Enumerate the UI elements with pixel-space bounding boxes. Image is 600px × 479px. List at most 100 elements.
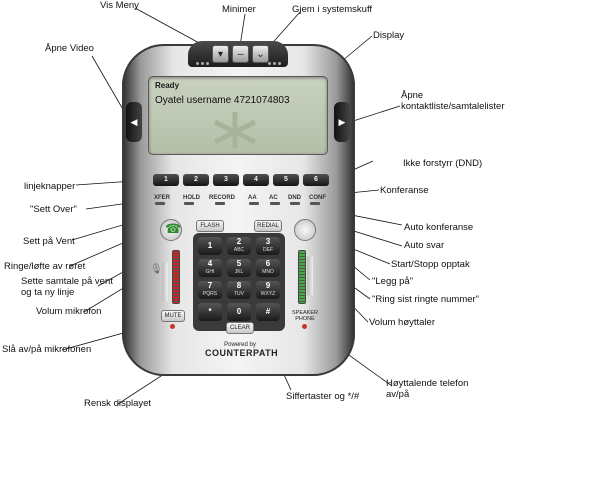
hold-led — [184, 202, 194, 205]
label-dnd: Ikke forstyrr (DND) — [403, 158, 483, 169]
keypad-key-digit: 3 — [265, 237, 271, 246]
keypad-key-letters: JKL — [234, 269, 244, 275]
microphone-icon: 🎙 — [150, 264, 163, 275]
mute-button[interactable]: MUTE — [161, 310, 185, 322]
keypad-key[interactable]: 0 — [227, 303, 251, 321]
powered-by-text: Powered by — [224, 342, 256, 348]
handset-icon: ☎ — [165, 221, 182, 236]
line-key-6[interactable]: 6 — [303, 174, 329, 186]
keypad-key-letters: TUV — [234, 291, 244, 297]
keypad-key-digit: 0 — [236, 307, 242, 316]
keypad-key-letters: MNO — [262, 269, 274, 275]
label-call-answer: Ringe/løfte av røret — [4, 261, 86, 272]
label-redial: "Ring sist ringte nummer" — [372, 294, 480, 305]
auto-conference-key[interactable]: AC — [269, 195, 278, 201]
brand-logo: Powered by COUNTERPATH — [205, 342, 279, 358]
label-mic-volume: Volum mikrofon — [36, 306, 102, 317]
label-speakerphone-1: Høyttalende telefon — [386, 378, 469, 389]
speakerphone-button[interactable] — [302, 324, 307, 329]
open-contacts-button[interactable]: ▶ — [334, 102, 350, 142]
label-keypad: Siffertaster og */# — [286, 391, 360, 402]
hide-to-tray-button[interactable]: ⌄ — [252, 45, 269, 63]
speaker-volume-track[interactable] — [307, 256, 313, 296]
speakerphone-label: SPEAKER PHONE — [291, 310, 319, 322]
keypad-key-digit: 5 — [236, 259, 242, 268]
decor-dots — [268, 52, 288, 65]
open-video-button[interactable]: ◀ — [126, 102, 142, 142]
speaker-word: SPEAKER — [292, 310, 318, 316]
mute-led — [170, 324, 175, 329]
auto-conference-led — [270, 202, 280, 205]
label-speaker-volume: Volum høyttaler — [369, 317, 435, 328]
dnd-key[interactable]: DND — [288, 195, 301, 201]
line-key-3[interactable]: 3 — [213, 174, 239, 186]
display-account: Oyatel username 4721074803 — [155, 95, 290, 106]
clear-button[interactable]: CLEAR — [226, 322, 254, 334]
keypad-key-letters: ABC — [233, 247, 245, 253]
keypad-key-letters: GHI — [205, 269, 215, 275]
call-button[interactable]: ☎ — [160, 219, 182, 241]
keypad-key[interactable]: 1 — [198, 237, 222, 255]
keypad-key-digit: 1 — [207, 241, 213, 250]
keypad-key-digit: 8 — [236, 281, 242, 290]
hang-up-button[interactable] — [294, 219, 316, 241]
line-key-1[interactable]: 1 — [153, 174, 179, 186]
microphone-volume-slider[interactable] — [172, 250, 180, 304]
brand-name: COUNTERPATH — [205, 348, 279, 358]
arrow-right-icon: ▶ — [338, 117, 346, 127]
redial-button[interactable]: REDIAL — [254, 220, 282, 232]
keypad-key[interactable]: * — [198, 303, 222, 321]
display-status: Ready — [155, 81, 180, 90]
label-hang-up: "Legg på" — [372, 276, 414, 287]
speaker-volume-slider[interactable] — [298, 250, 306, 304]
minimize-button[interactable]: – — [232, 45, 249, 63]
microphone-volume-track[interactable] — [162, 262, 168, 302]
record-key[interactable]: RECORD — [209, 195, 236, 201]
dnd-led — [290, 202, 300, 205]
transfer-key[interactable]: XFER — [154, 195, 171, 201]
keypad-key-digit: * — [208, 307, 212, 316]
flash-button[interactable]: FLASH — [196, 220, 224, 232]
auto-answer-key[interactable]: AA — [248, 195, 257, 201]
hold-key[interactable]: HOLD — [183, 195, 200, 201]
record-led — [215, 202, 225, 205]
label-clear: Rensk displayet — [84, 398, 152, 409]
label-line-keys: linjeknapper — [24, 181, 76, 192]
keypad-key[interactable]: # — [256, 303, 280, 321]
label-show-menu: Vis Meny — [100, 0, 139, 11]
display-screen — [148, 76, 328, 155]
label-minimize: Minimer — [222, 4, 256, 15]
label-record: Start/Stopp opptak — [391, 259, 470, 270]
keypad-key-letters: DEF — [263, 247, 273, 253]
tray-icon: ⌄ — [256, 49, 265, 60]
chevron-down-icon: ▾ — [217, 49, 224, 60]
line-key-2[interactable]: 2 — [183, 174, 209, 186]
label-open-contacts-1: Åpne — [401, 90, 424, 101]
decor-dots — [196, 52, 216, 65]
label-mute: Slå av/på mikrofonen — [2, 344, 92, 355]
conference-led — [310, 202, 320, 205]
line-key-5[interactable]: 5 — [273, 174, 299, 186]
keypad-key-digit: 2 — [236, 237, 242, 246]
conference-key[interactable]: CONF — [309, 195, 326, 201]
minimize-icon: – — [237, 49, 244, 60]
keypad-key-digit: # — [265, 307, 271, 316]
line-key-4[interactable]: 4 — [243, 174, 269, 186]
label-flash-1: Sette samtale på vent — [21, 276, 113, 287]
menu-button[interactable]: ▾ — [212, 45, 229, 63]
transfer-led — [155, 202, 165, 205]
phone-word: PHONE — [295, 316, 315, 322]
label-hide-tray: Gjem i systemskuff — [292, 4, 373, 15]
arrow-left-icon: ◀ — [130, 117, 138, 127]
keypad-key-digit: 9 — [265, 281, 271, 290]
label-display: Display — [373, 30, 405, 41]
label-hold: Sett på Vent — [23, 236, 75, 247]
